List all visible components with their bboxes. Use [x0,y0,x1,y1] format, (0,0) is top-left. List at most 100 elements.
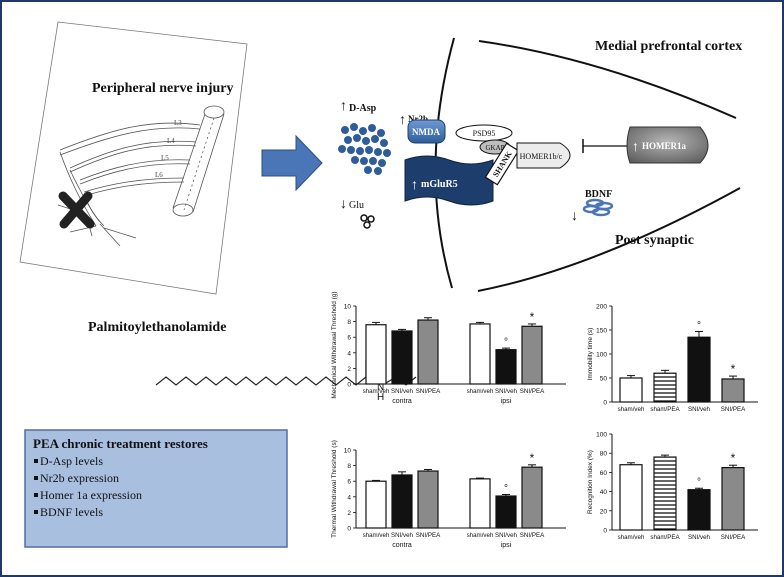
amide-nitrogen-label: N [377,382,384,393]
glu-molecules [360,214,375,229]
list-bullet-icon [34,493,38,497]
x-tick-label: sham/veh [363,388,390,395]
y-axis-label: Thermal Withdrawal Threshold (s) [331,440,338,538]
x-tick-label: SNI/PEA [416,532,441,539]
bdnf-molecules [582,198,614,217]
mglur5-receptor [404,155,494,206]
bar [469,323,491,385]
x-tick-label: sham/PEA [650,534,680,541]
y-tick-label: 50 [600,376,608,383]
d-asp-molecules [338,123,391,175]
x-tick-label: SNI/PEA [721,406,746,413]
root-label-l4: L4 [167,137,175,145]
significance-circle-icon: ° [504,483,508,494]
x-tick-label: SNI/PEA [520,532,545,539]
glu-label: Glu [349,200,364,211]
x-tick-label: SNI/veh [688,534,711,541]
y-tick-label: 0 [347,526,351,533]
bar [417,319,439,385]
group-label: ipsi [501,542,512,549]
x-tick-label: sham/veh [618,534,645,541]
y-tick-label: 0 [603,400,607,407]
x-tick-label: sham/PEA [650,406,680,413]
spinal-cord-drawing [172,105,225,217]
y-tick-label: 100 [596,432,607,439]
bdnf-down-arrow-icon: ↓ [571,209,578,224]
homer1bc-label: HOMER1b/c [520,152,563,161]
homer1a-label: HOMER1a [642,141,686,151]
root-label-l5: L5 [161,154,169,162]
list-bullet-icon [34,510,38,514]
root-label-l6: L6 [155,171,163,179]
y-tick-label: 8 [347,319,351,326]
y-axis-label: Recognition Index (%) [587,450,594,514]
y-tick-label: 10 [344,448,352,455]
x-tick-label: SNI/veh [391,532,414,539]
y-axis-label: Immobility time (s) [587,328,594,381]
bar [417,470,439,529]
cortex-title: Medial prefrontal cortex [595,39,742,54]
x-tick-label: SNI/veh [495,532,518,539]
list-bullet-icon [34,459,38,463]
x-tick-label: SNI/PEA [721,534,746,541]
mglur5-up-arrow-icon: ↑ [411,178,418,193]
sketch-paper [19,21,248,295]
bar [495,349,517,385]
psd95-label: PSD95 [473,129,496,138]
significance-star-icon: * [530,310,535,324]
y-tick-label: 6 [347,479,351,486]
y-tick-label: 10 [344,304,352,311]
restores-title: PEA chronic treatment restores [33,436,208,451]
restores-item-bdnf: BDNF levels [40,505,103,519]
bar [495,495,517,529]
restores-box: PEA chronic treatment restores D-Asp lev… [24,429,288,548]
y-tick-label: 200 [596,304,607,311]
y-tick-label: 60 [600,470,608,477]
bar [687,336,711,403]
y-tick-label: 4 [347,494,351,501]
mglur5-label: mGluR5 [421,179,458,190]
y-tick-label: 0 [347,382,351,389]
significance-star-icon: * [731,451,736,465]
x-tick-label: sham/veh [467,532,494,539]
neuron-membrane-top [478,40,737,119]
injury-cross-icon [58,191,95,229]
x-tick-label: SNI/veh [391,388,414,395]
y-tick-label: 2 [347,510,351,517]
restores-item-d-asp: D-Asp levels [40,454,103,468]
root-labels: L3 L4 L5 L6 [155,119,182,179]
d-asp-up-arrow-icon: ↑ [340,99,347,114]
y-tick-label: 0 [603,528,607,535]
amide-hydrogen-label: H [377,392,384,403]
nr2b-up-arrow-icon: ↑ [399,113,406,128]
y-tick-label: 40 [600,489,608,496]
x-tick-label: sham/veh [618,406,645,413]
nerve-injury-title: Peripheral nerve injury [92,81,234,96]
progression-arrow-icon [261,134,323,192]
nmda-receptor [407,119,446,144]
bar [391,330,413,385]
group-label: contra [392,542,412,549]
x-tick-label: SNI/veh [688,406,711,413]
homer1a-up-arrow-icon: ↑ [632,140,639,155]
bar [469,478,491,529]
nerve-injury-sketch: L3 L4 L5 L6 Peripheral nerve injury [19,21,248,295]
group-label: ipsi [501,398,512,405]
x-tick-label: SNI/PEA [520,388,545,395]
nr2b-label: Nr2b [408,114,428,124]
root-label-l3: L3 [174,119,182,127]
significance-star-icon: * [530,451,535,465]
bdnf-label: BDNF [585,189,612,200]
restores-list: D-Asp levels Nr2b expression Homer 1a ex… [34,454,142,519]
homer1a-protein [626,126,709,164]
significance-star-icon: * [731,362,736,376]
y-tick-label: 100 [596,352,607,359]
psd95-protein [455,124,513,142]
restores-box-frame [24,429,288,548]
glu-down-arrow-icon: ↓ [340,197,347,212]
y-tick-label: 150 [596,328,607,335]
group-label: contra [392,398,412,405]
